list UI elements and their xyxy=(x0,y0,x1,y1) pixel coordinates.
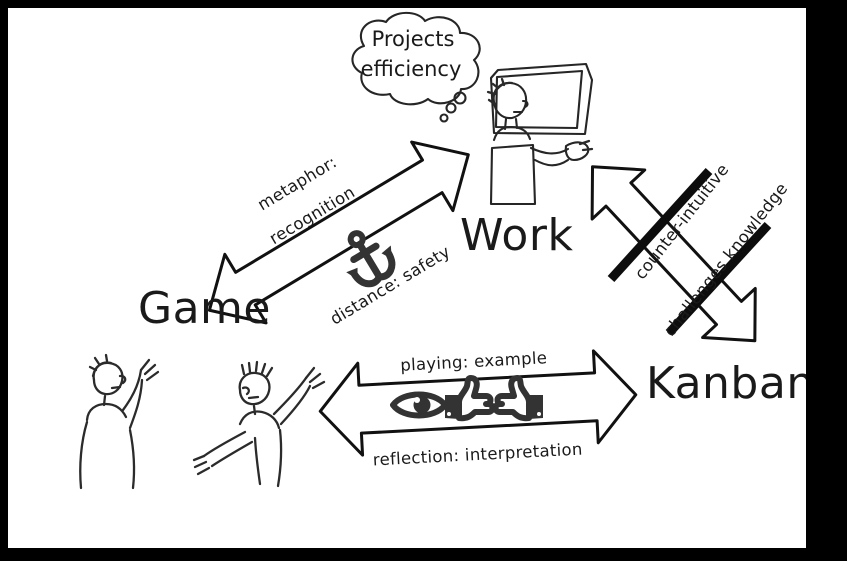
node-label-kanban: Kanban xyxy=(646,358,806,409)
presenter-at-screen xyxy=(486,62,594,206)
barrier-bars xyxy=(607,167,772,337)
player-figure-right xyxy=(192,360,326,488)
double-arrow-shape xyxy=(590,165,757,343)
thought-bubble: Projects efficiency xyxy=(351,11,481,123)
barrier-bar-2 xyxy=(665,221,772,337)
node-label-game: Game xyxy=(138,283,271,334)
thought-dot-2 xyxy=(445,102,457,114)
edge-work-kanban xyxy=(590,165,757,343)
anchor-icon xyxy=(346,230,396,288)
double-arrow-shape xyxy=(207,140,470,325)
diagram-sketch: Projects efficiency xyxy=(79,11,806,490)
thought-bubble-line2: efficiency xyxy=(361,57,462,81)
edge-players-kanban xyxy=(318,349,638,457)
thought-bubble-line1: Projects xyxy=(372,27,455,51)
edge-players-kanban-bottom-label: reflection: interpretation xyxy=(372,440,583,470)
double-arrow-shape xyxy=(318,349,638,457)
thumbs-up-mirrored-icon xyxy=(492,375,543,422)
whiteboard-canvas: Projects efficiency xyxy=(8,8,806,548)
thought-dot-1 xyxy=(453,91,467,105)
thumbs-up-icon xyxy=(445,375,496,422)
edge-players-kanban-top-label: playing: example xyxy=(400,348,548,375)
edge-game-work xyxy=(207,140,470,325)
thought-dot-3 xyxy=(439,113,449,123)
barrier-bar-1 xyxy=(607,167,713,283)
node-label-work: Work xyxy=(460,210,573,261)
player-figure-left xyxy=(79,353,160,490)
